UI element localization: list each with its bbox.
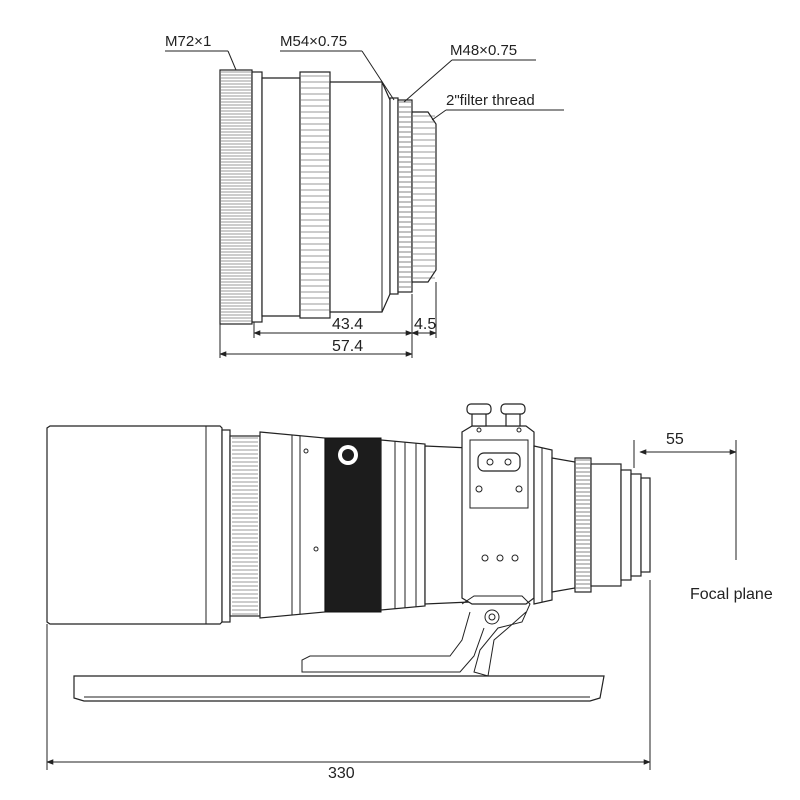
ring-knob-left — [466, 403, 492, 427]
dim-57-4: 57.4 — [332, 338, 363, 355]
dim-43-4: 43.4 — [332, 316, 363, 333]
telescope-side-view — [46, 403, 651, 702]
side-dimensions: 330 55 Focal plane — [46, 431, 773, 782]
focuser-drawing — [219, 69, 437, 325]
focus-ring-ribs — [301, 75, 329, 311]
filter-thread-label: 2"filter thread — [446, 92, 535, 109]
filter-ring — [411, 111, 437, 283]
m54-label: M54×0.75 — [280, 33, 347, 50]
flange — [251, 71, 263, 323]
ring-handle-slot — [477, 452, 521, 472]
mounting-foot — [461, 595, 531, 677]
m72-label: M72×1 — [165, 33, 211, 50]
focus-ring — [299, 71, 331, 319]
handle-arm — [301, 611, 485, 673]
m48-label: M48×0.75 — [450, 42, 517, 59]
dim-55: 55 — [666, 431, 684, 448]
dim-4-5: 4.5 — [414, 316, 436, 333]
top-dimensions: 43.4 4.5 57.4 — [219, 282, 437, 358]
thread-callouts: M72×1 M54×0.75 M48×0.75 2"filter thread — [165, 33, 564, 121]
m48-ring — [397, 99, 413, 293]
filter-ring-ribs — [413, 115, 435, 279]
dew-shield — [46, 425, 223, 625]
ring-knob-right — [500, 403, 526, 427]
main-tube — [261, 77, 301, 317]
dim-330: 330 — [328, 765, 355, 782]
back-tube — [533, 445, 553, 605]
m54-ring — [389, 97, 399, 295]
m48-ring-ribs — [399, 101, 411, 288]
tapered-section — [329, 81, 391, 313]
forward-tube — [380, 439, 426, 611]
tube-knurling — [232, 437, 258, 615]
black-band — [324, 437, 382, 613]
focuser-drawtube — [590, 463, 622, 587]
focal-plane-label: Focal plane — [690, 586, 773, 603]
dovetail-plate — [73, 675, 605, 702]
m72-ring — [219, 69, 253, 325]
rear-adapter — [630, 473, 642, 577]
focuser-ribs — [576, 459, 590, 589]
m72-knurling — [221, 71, 251, 322]
focuser-body — [551, 457, 576, 593]
